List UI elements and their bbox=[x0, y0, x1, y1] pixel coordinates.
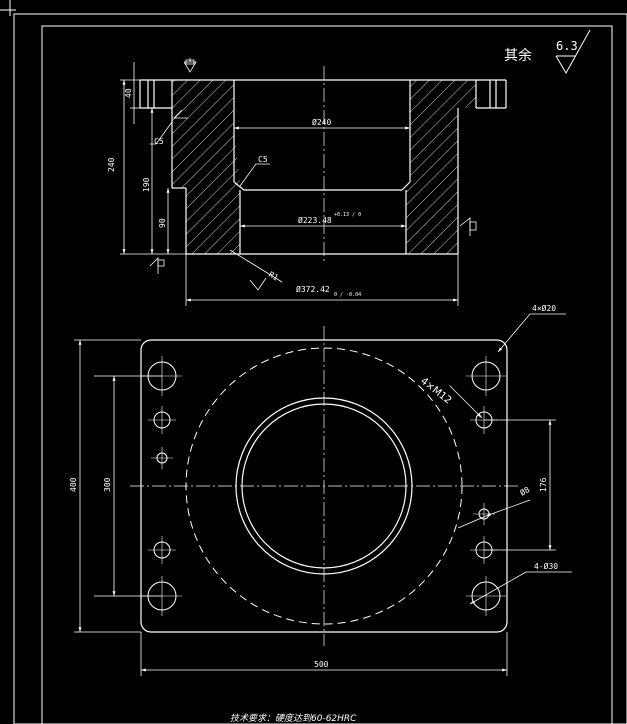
bore-circle-inner bbox=[241, 403, 407, 569]
dim-flange: 40 bbox=[124, 88, 133, 98]
dim-right-pitch: 176 bbox=[539, 477, 548, 492]
outer-diameter-circle bbox=[185, 347, 463, 625]
dim-outer: Ø372.42 bbox=[296, 284, 330, 294]
tech-requirements-text: 技术要求：硬度达到60-62HRC bbox=[230, 713, 357, 724]
roughness-value: 6.3 bbox=[556, 39, 578, 53]
chamfer-bore-label: C5 bbox=[258, 155, 268, 164]
section-hatch-left bbox=[172, 80, 240, 254]
roughness-symbol-icon bbox=[555, 29, 591, 75]
fillet-radius-label: R1 bbox=[267, 270, 280, 283]
callout-corner-holes: 4×Ø20 bbox=[532, 303, 556, 313]
callout-tapped-holes: 4×M12 bbox=[418, 376, 453, 407]
surface-finish-marks-icon bbox=[149, 58, 477, 291]
dim-plan-height: 400 bbox=[69, 477, 78, 492]
dim-outer-tolerance: 0 / -0.04 bbox=[334, 292, 361, 298]
callout-small-hole: Ø8 bbox=[518, 484, 532, 498]
dim-height-total: 240 bbox=[107, 157, 116, 172]
dim-bore-depth: 90 bbox=[158, 218, 167, 228]
bore-circle-outer bbox=[235, 397, 413, 575]
drawing-frame bbox=[13, 13, 627, 724]
chamfer-left-label: C5 bbox=[154, 137, 164, 146]
section-view: 240 40 190 90 Ø240 Ø223.48 +0.13 / 0 Ø37… bbox=[107, 58, 507, 306]
dim-lower-bore: Ø223.48 bbox=[298, 215, 332, 225]
section-hatch-right bbox=[406, 80, 476, 254]
dim-lower-body: 190 bbox=[142, 177, 151, 192]
dim-lower-bore-tolerance: +0.13 / 0 bbox=[334, 212, 361, 218]
roughness-note-label: 其余 bbox=[504, 47, 532, 64]
plan-view: 400 300 500 176 4×Ø20 4×M12 Ø8 4-Ø30 bbox=[69, 303, 572, 676]
dim-hole-pitch-vertical: 300 bbox=[103, 477, 112, 492]
cursor-crosshair-icon bbox=[0, 0, 16, 16]
callout-lower-holes: 4-Ø30 bbox=[534, 561, 558, 571]
dim-plan-width: 500 bbox=[314, 660, 329, 669]
dim-upper-bore: Ø240 bbox=[312, 117, 331, 127]
